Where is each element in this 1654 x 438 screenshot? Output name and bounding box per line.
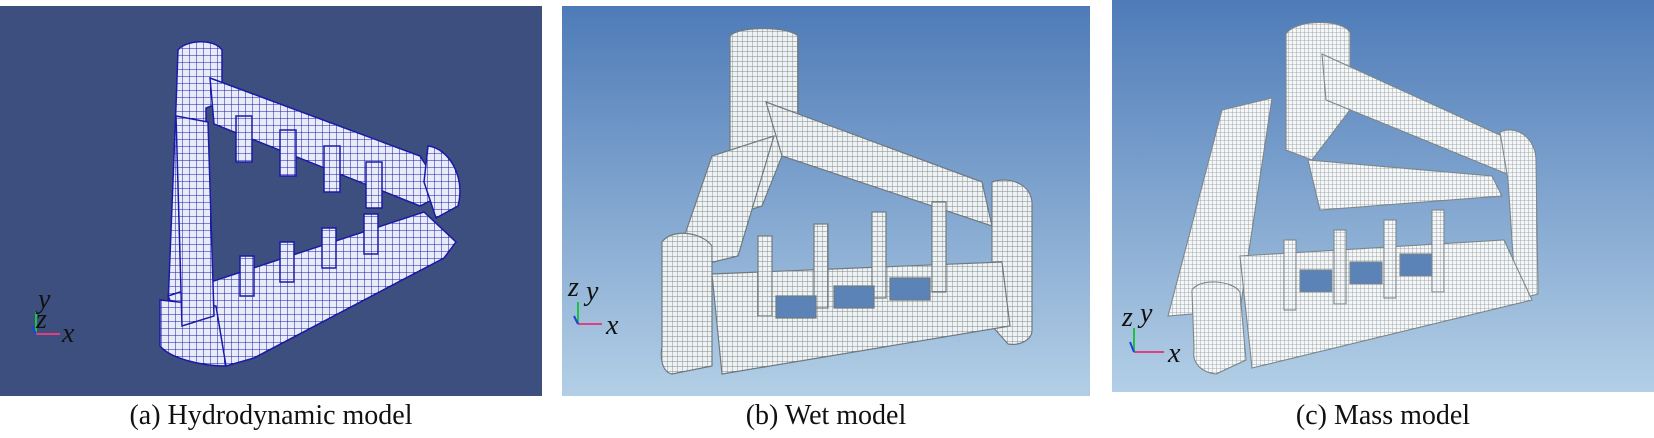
axis-y-label: y — [583, 276, 599, 307]
axis-triad: x y z — [1121, 298, 1181, 369]
hydrodynamic-model-panel: x y z — [0, 6, 542, 396]
hydrodynamic-model-image: x y z — [0, 6, 542, 396]
axis-triad: x y z — [567, 272, 619, 341]
caption-hydrodynamic-model: (a) Hydrodynamic model — [129, 400, 413, 431]
axis-z-label: z — [1121, 302, 1133, 333]
wet-model-panel: x y z — [562, 6, 1090, 396]
caption-mass-model: (c) Mass model — [1295, 400, 1471, 431]
caption-wet-model: (b) Wet model — [745, 400, 907, 431]
semi-submersible-mesh — [660, 27, 1033, 375]
axis-y-label: y — [1137, 298, 1153, 329]
axis-x-label: x — [61, 318, 75, 349]
wet-model-image: x y z — [562, 6, 1090, 396]
axis-x-label: x — [1167, 338, 1181, 369]
axis-z-label: z — [35, 304, 47, 335]
semi-submersible-mesh — [1167, 21, 1539, 375]
semi-submersible-mesh — [159, 41, 461, 367]
axis-triad: x y z — [31, 284, 75, 349]
mass-model-panel: x y z — [1112, 0, 1654, 392]
axis-y-label: y — [35, 284, 51, 315]
axis-z-label: z — [567, 272, 579, 303]
axis-x-label: x — [605, 310, 619, 341]
mass-model-image: x y z — [1112, 0, 1654, 392]
